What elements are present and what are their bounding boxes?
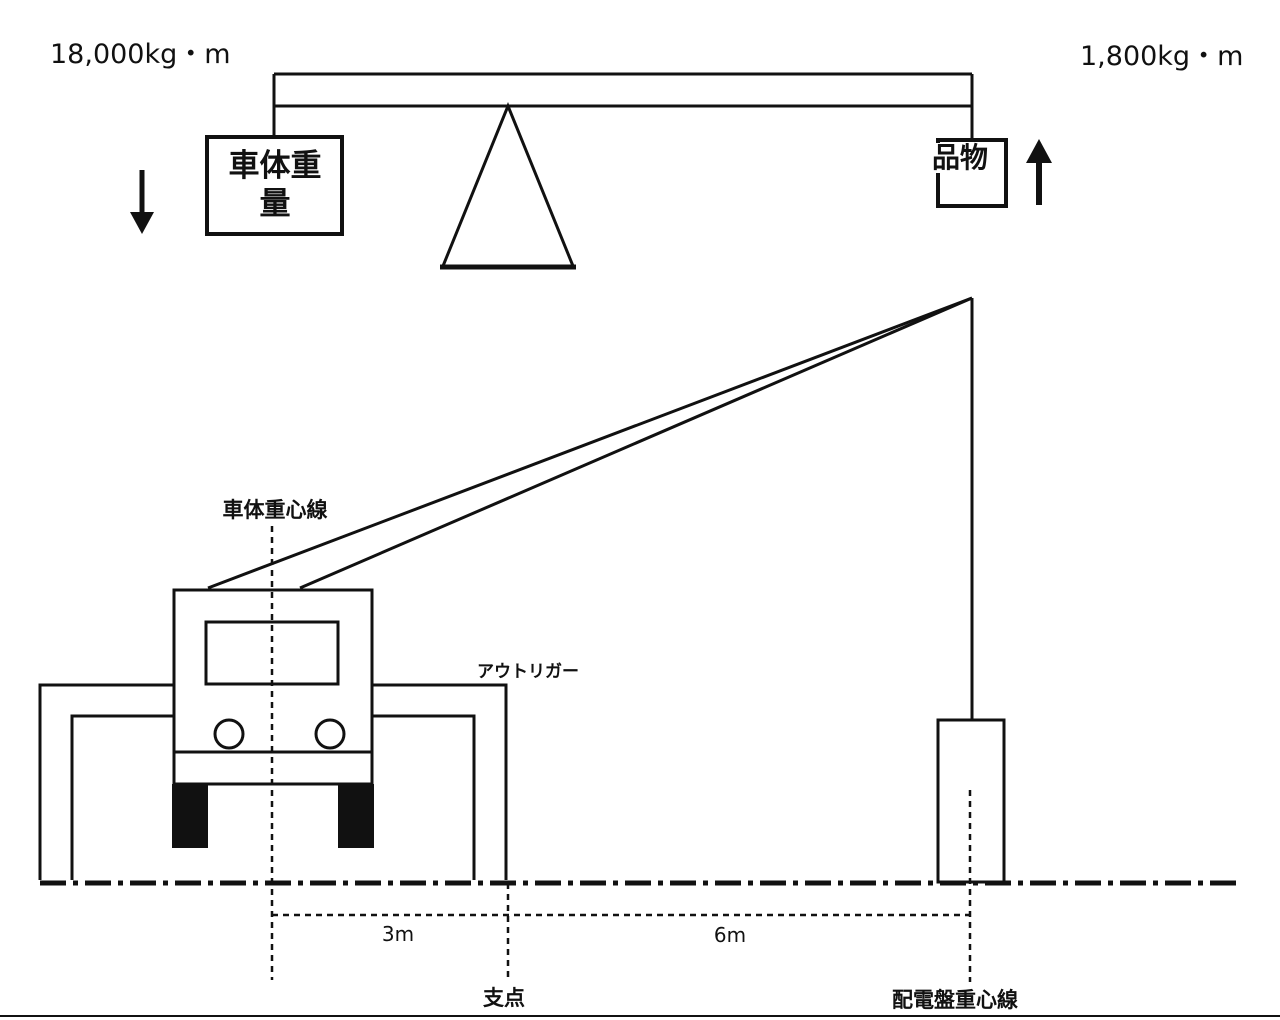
crane-scene: 車体重心線 アウトリガー 3m 6m 支点 配電盤重心線	[38, 296, 1240, 1012]
lever-diagram: 18,000kg・m 1,800kg・m 車体重 量 品物	[50, 39, 1243, 270]
left-distance-label: 3m	[382, 922, 414, 946]
right-headlight	[314, 718, 346, 750]
left-headlight	[213, 718, 245, 750]
down-arrow-icon	[130, 170, 154, 234]
outrigger-frame	[38, 683, 508, 880]
up-arrow-icon	[1026, 139, 1052, 205]
vehicle-weight-box	[205, 135, 344, 236]
left-moment-label: 18,000kg・m	[50, 39, 231, 70]
fulcrum-triangle	[440, 102, 576, 268]
panel-gravity-line-label: 配電盤重心線	[892, 988, 1018, 1012]
left-tire	[172, 784, 208, 848]
crane-boom	[207, 296, 973, 590]
outrigger-label: アウトリガー	[477, 662, 579, 682]
vehicle-weight-label-line2: 量	[260, 186, 291, 222]
vehicle-gravity-line-label: 車体重心線	[223, 498, 328, 522]
right-tire	[338, 784, 374, 848]
right-distance-label: 6m	[714, 923, 746, 947]
right-moment-label: 1,800kg・m	[1080, 41, 1243, 72]
lever-beam	[272, 72, 974, 140]
vehicle-weight-label-line1: 車体重	[229, 148, 322, 184]
load-label: 品物	[932, 141, 988, 174]
fulcrum-label: 支点	[483, 986, 525, 1010]
